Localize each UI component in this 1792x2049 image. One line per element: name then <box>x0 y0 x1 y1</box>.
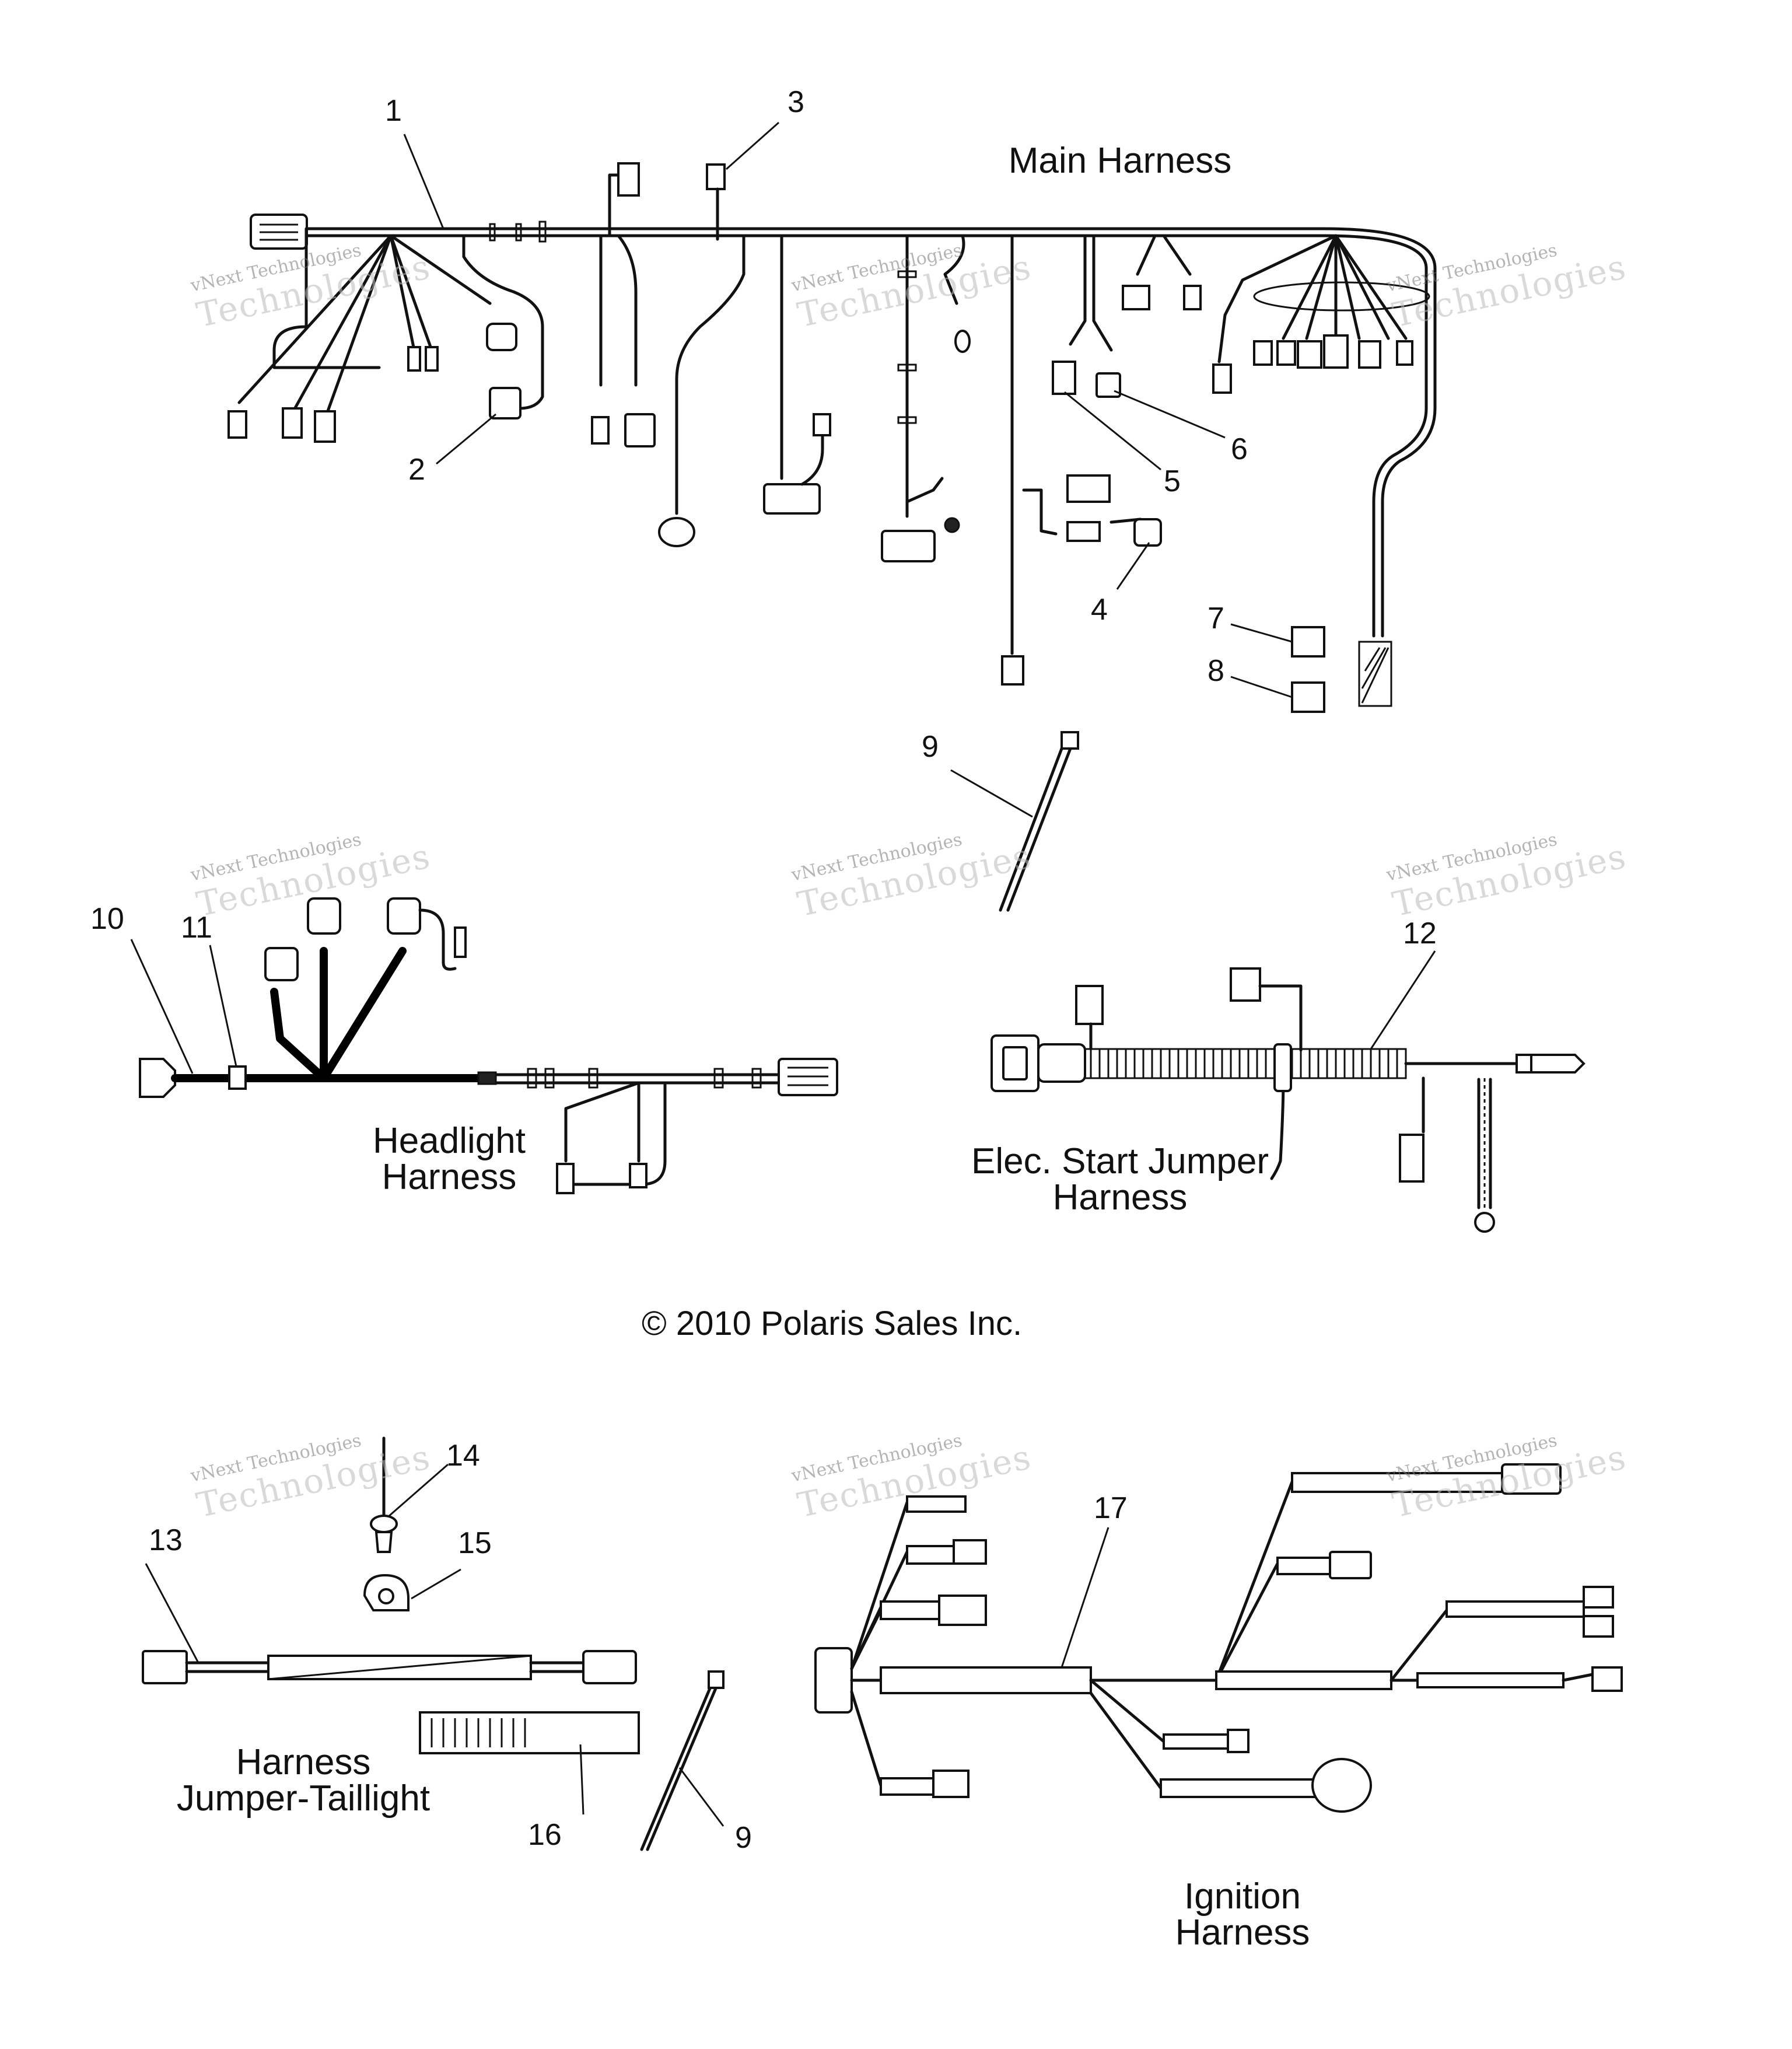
callout-1: 1 <box>385 94 402 128</box>
headlight-harness <box>130 897 838 1194</box>
callout-15: 15 <box>458 1526 492 1560</box>
callout-17: 17 <box>1094 1491 1128 1525</box>
ignition-title-line2: Harness <box>1175 1912 1310 1953</box>
tie-strap <box>950 731 1079 912</box>
taillight-jumper-title: Harness Jumper-Taillight <box>152 1744 455 1817</box>
callout-2: 2 <box>408 453 425 487</box>
callout-13: 13 <box>149 1523 183 1557</box>
callout-5: 5 <box>1164 464 1181 498</box>
elec-start-title-line1: Elec. Start Jumper <box>971 1141 1269 1181</box>
connector-4-icon <box>1133 518 1162 547</box>
callout-3: 3 <box>788 85 804 119</box>
taillight-title-line1: Harness <box>236 1742 371 1782</box>
callout-12: 12 <box>1403 917 1437 950</box>
main-harness-title: Main Harness <box>1008 141 1232 181</box>
callout-9-bottom: 9 <box>735 1821 752 1855</box>
callout-14: 14 <box>446 1439 480 1473</box>
ignition-harness-title: Ignition Harness <box>1108 1879 1377 1951</box>
taillight-jumper <box>142 1436 724 1851</box>
elec-start-jumper <box>991 950 1586 1233</box>
elec-start-title-line2: Harness <box>1052 1177 1188 1218</box>
main-leaders <box>403 121 1293 698</box>
callout-16: 16 <box>528 1818 562 1852</box>
callout-6: 6 <box>1231 432 1248 466</box>
taillight-title-line2: Jumper-Taillight <box>176 1778 430 1819</box>
callout-11: 11 <box>181 911 212 945</box>
headlight-title-line1: Headlight <box>373 1121 526 1161</box>
relay-icon <box>489 387 522 419</box>
elec-start-jumper-title: Elec. Start Jumper Harness <box>933 1144 1307 1216</box>
main-harness <box>228 162 1437 713</box>
ignition-switch-icon <box>814 1647 853 1714</box>
ignition-harness <box>814 1463 1623 1813</box>
callout-4: 4 <box>1091 593 1108 627</box>
callout-8: 8 <box>1208 654 1224 688</box>
callout-7: 7 <box>1208 602 1224 635</box>
callout-9-top: 9 <box>922 730 939 764</box>
ignition-title-line1: Ignition <box>1184 1876 1301 1917</box>
copyright-notice: © 2010 Polaris Sales Inc. <box>642 1305 1023 1342</box>
connector-6-icon <box>1096 372 1121 398</box>
headlight-title-line2: Harness <box>382 1157 517 1197</box>
headlight-harness-title: Headlight Harness <box>315 1123 583 1195</box>
callout-10: 10 <box>90 902 124 936</box>
connector-5-icon <box>1052 361 1076 395</box>
